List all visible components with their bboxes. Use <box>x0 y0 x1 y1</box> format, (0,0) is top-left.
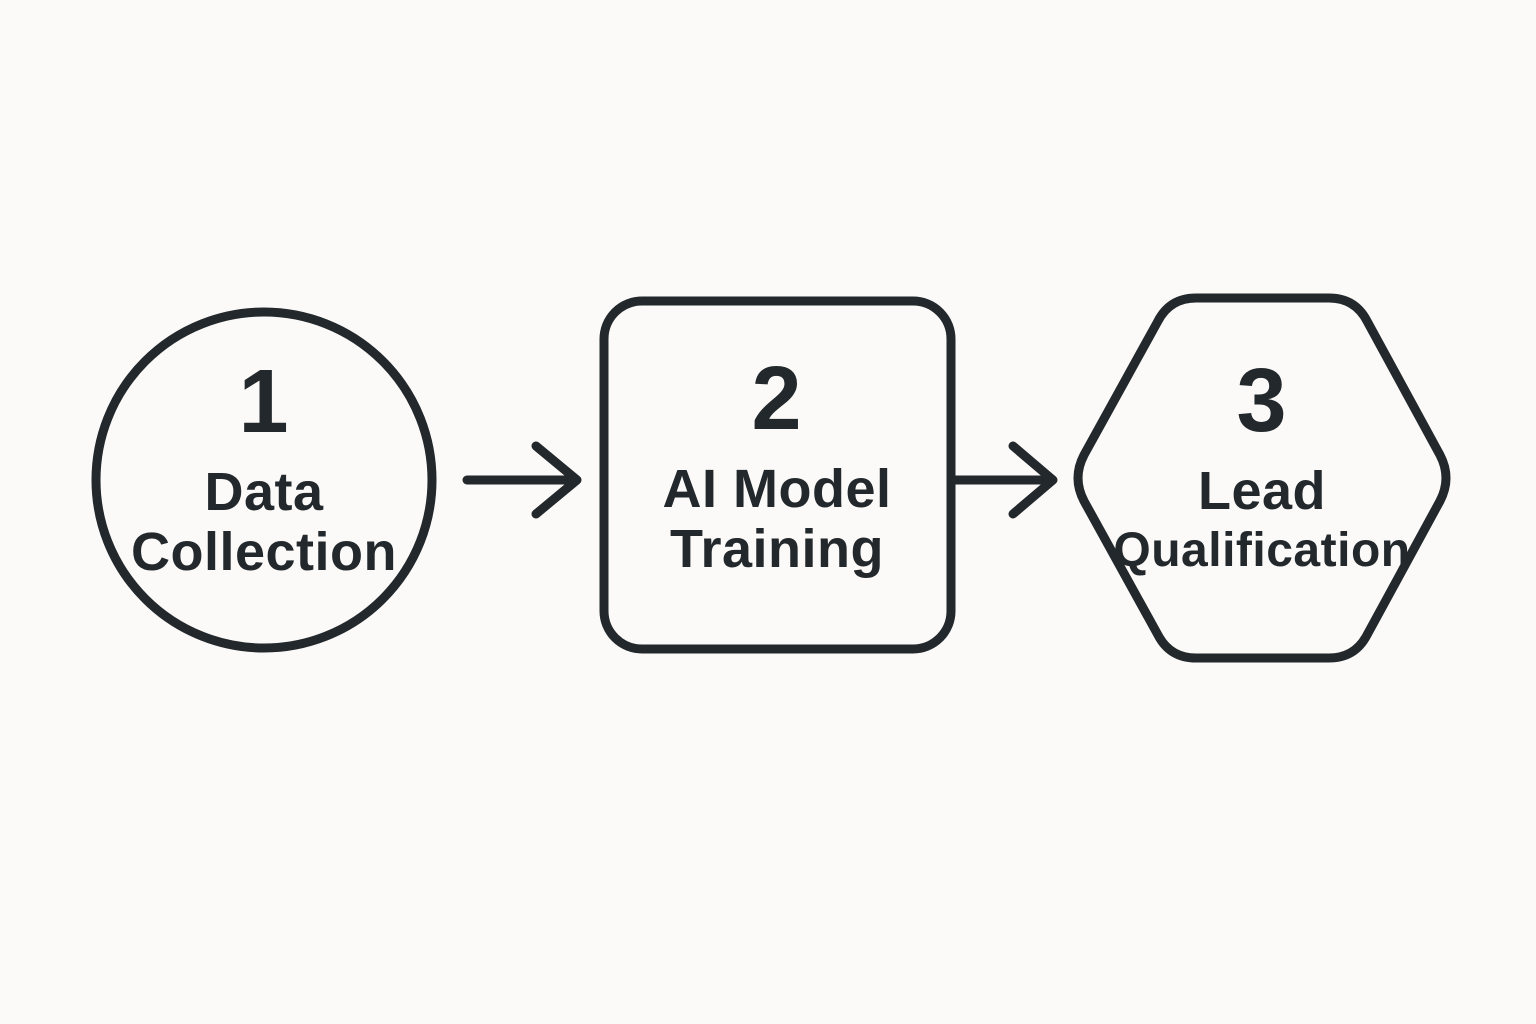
step2-label-group: 2 AI Model Training <box>587 349 967 580</box>
step2-label-line1: AI Model <box>662 459 892 519</box>
step3-label-group: 3 Lead Qualification <box>1072 354 1452 581</box>
step3-label-line1: Lead <box>1197 461 1327 521</box>
step2-number: 2 <box>751 349 803 449</box>
step1-label-line2: Collection <box>130 522 397 582</box>
step1-circle-shape <box>91 307 437 653</box>
step2-label-line2: Training <box>669 519 884 579</box>
arrow-right-icon <box>462 441 582 519</box>
step3-label-line2: Qualification <box>1113 524 1411 577</box>
arrow-right-icon <box>950 441 1058 519</box>
step1-label-line1: Data <box>204 462 324 522</box>
step1-number: 1 <box>238 352 290 452</box>
step2-square-shape <box>599 296 956 654</box>
step3-number: 3 <box>1236 351 1288 451</box>
step3-hexagon-shape <box>1073 293 1451 663</box>
step1-label-group: 1 Data Collection <box>74 352 454 583</box>
